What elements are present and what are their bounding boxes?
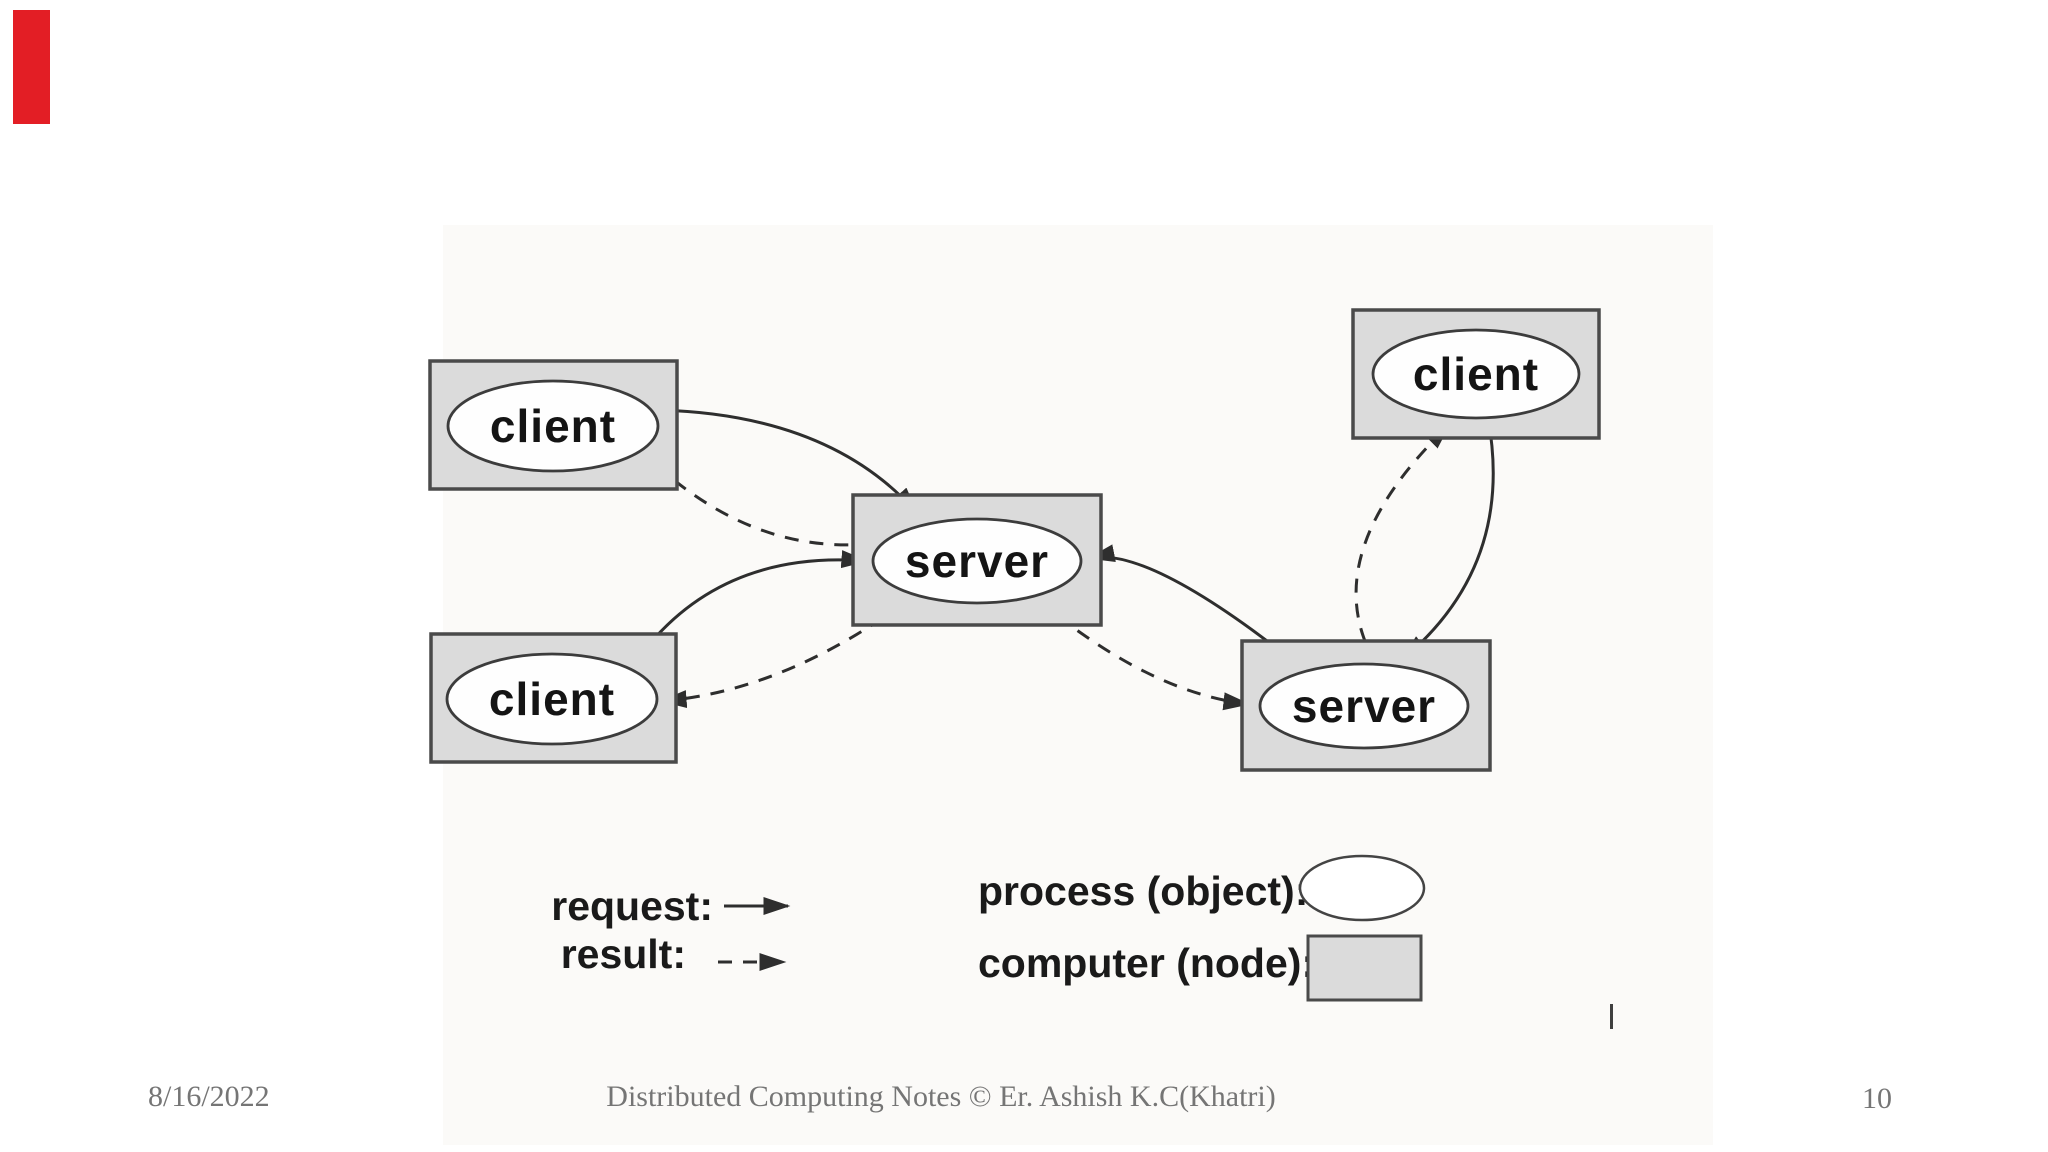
legend-computer-rect: [1306, 934, 1423, 1002]
red-corner-marker: [13, 10, 50, 124]
node-server-right: server: [1240, 639, 1492, 772]
request-arrow-client-top-right-to-server-right: [1401, 417, 1495, 661]
node-label: client: [1413, 348, 1539, 400]
process-ellipse: [446, 379, 660, 473]
request-arrow-client-top-left-to-server-middle: [659, 408, 918, 514]
node-client-top-left: client: [428, 359, 679, 491]
footer-title: Distributed Computing Notes © Er. Ashish…: [606, 1080, 1276, 1113]
node-label: server: [905, 535, 1049, 587]
process-ellipse: [1371, 328, 1581, 420]
footer-page-number: 10: [1862, 1082, 1892, 1115]
legend-result-label: result:: [561, 931, 686, 977]
legend-process-ellipse: [1298, 854, 1426, 922]
result-arrow-server-right-to-client-top-right: [1354, 423, 1451, 665]
text-cursor-artifact: [1610, 1004, 1613, 1029]
node-client-top-right: client: [1351, 308, 1601, 440]
legend: request: result: process (object): compu…: [551, 854, 1426, 1002]
footer-date: 8/16/2022: [148, 1080, 270, 1113]
node-label: client: [489, 673, 615, 725]
node-server-middle: server: [851, 493, 1103, 627]
legend-computer-label: computer (node):: [978, 940, 1315, 986]
node-client-bottom-left: client: [429, 632, 678, 764]
process-ellipse: [1258, 662, 1470, 750]
node-label: client: [490, 400, 616, 452]
request-arrow-client-bottom-left-to-server-middle: [641, 550, 869, 653]
process-ellipse: [445, 652, 659, 746]
process-ellipse: [871, 517, 1083, 605]
legend-process-label: process (object):: [978, 868, 1308, 914]
node-label: server: [1292, 680, 1436, 732]
legend-request-label: request:: [551, 883, 713, 929]
